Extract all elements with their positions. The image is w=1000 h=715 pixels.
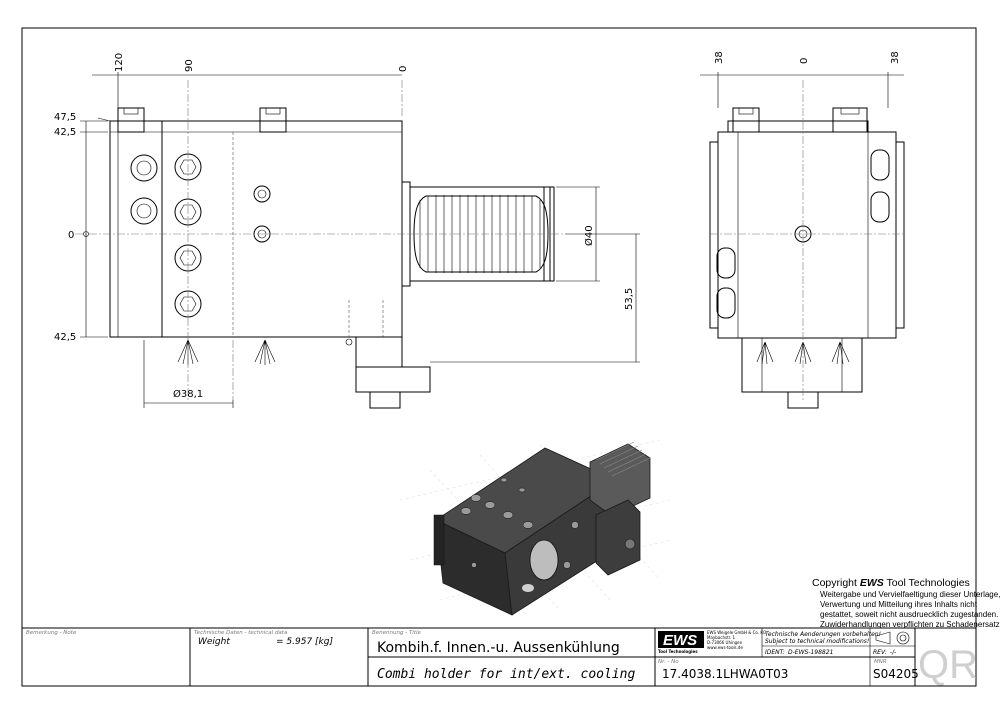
title-german: Kombih.f. Innen.-u. Aussenkühlung: [377, 640, 620, 656]
company-line-3: D-73066 Uhingen: [707, 640, 743, 645]
dim-top-90: 90: [184, 59, 195, 72]
title-label: Benennung - Title: [372, 630, 422, 636]
copyright-line-3: gestattet, soweit nicht ausdruecklich zu…: [820, 610, 998, 619]
projection-symbol-icon: [875, 631, 910, 645]
copyright-notice: Copyright EWS Tool Technologies Weiterga…: [812, 577, 1000, 629]
dim-side-38-right: 38: [890, 51, 901, 64]
changes-german: Technische Aenderungen vorbehalten!: [765, 631, 881, 638]
ident-value: D-EWS-198821: [788, 649, 833, 656]
dim-left-47-5: 47,5: [54, 112, 76, 123]
changes-english: Subject to technical modifications!: [765, 638, 869, 645]
dim-left-42-5-top: 42,5: [54, 127, 76, 138]
drawing-frame: [21, 27, 977, 687]
cap-screw-pair: [130, 154, 158, 225]
dim-left-42-5-bottom: 42,5: [54, 332, 76, 343]
company-line-1: EWS Weigele GmbH & Co. KG: [707, 630, 766, 635]
mnr-value: S04205: [873, 667, 919, 681]
company-line-4: www.ews-tools.de: [707, 645, 743, 650]
remark-label: Bemerkung - Note: [26, 630, 77, 636]
part-number: 17.4038.1LHWA0T03: [662, 667, 788, 681]
dim-height-53-5: 53,5: [624, 288, 635, 310]
ident-label: IDENT:: [765, 649, 785, 656]
dim-side-38-left: 38: [714, 51, 725, 64]
rev-value: -/-: [890, 649, 896, 656]
copyright-line-1: Weitergabe und Vervielfaeltigung dieser …: [820, 590, 1000, 599]
nr-label: Nr. - No: [658, 659, 679, 665]
mnr-label: MNR: [874, 659, 887, 665]
dim-top-120: 120: [114, 53, 125, 72]
rev-label: REV:: [873, 649, 887, 656]
ews-logo: EWS: [663, 632, 697, 649]
techdata-label: Technische Daten - technical data: [194, 630, 288, 636]
qr-placeholder: QR: [918, 643, 978, 687]
ews-logo-box: [658, 631, 704, 648]
weight-label: Weight: [198, 637, 230, 647]
copyright-line-2: Verwertung und Mitteilung ihres Inhalts …: [820, 600, 978, 609]
side-view: 38 0 38: [700, 51, 905, 409]
dim-shank-diameter: Ø40: [583, 225, 595, 246]
front-view: 120 90 0 47,5 42,5 0 42,5 Ø40 53,5 Ø38,1: [54, 53, 640, 409]
copyright-heading: Copyright EWS Tool Technologies: [812, 577, 970, 589]
company-line-2: Maybachstr. 1: [707, 635, 735, 640]
ews-logo-sub: Tool Technologies: [658, 649, 698, 654]
dim-side-0: 0: [799, 58, 810, 64]
isometric-view: [399, 439, 671, 616]
dim-left-0: 0: [68, 230, 74, 241]
weight-value: = 5.957 [kg]: [276, 637, 333, 647]
title-block: Bemerkung - Note Technische Daten - tech…: [22, 627, 978, 687]
copyright-line-4: Zuwiderhandlungen verpflichten zu Schade…: [820, 620, 1000, 629]
title-english: Combi holder for int/ext. cooling: [377, 667, 635, 682]
dim-diameter-38-1: Ø38,1: [173, 388, 203, 400]
dim-top-0: 0: [398, 66, 409, 72]
